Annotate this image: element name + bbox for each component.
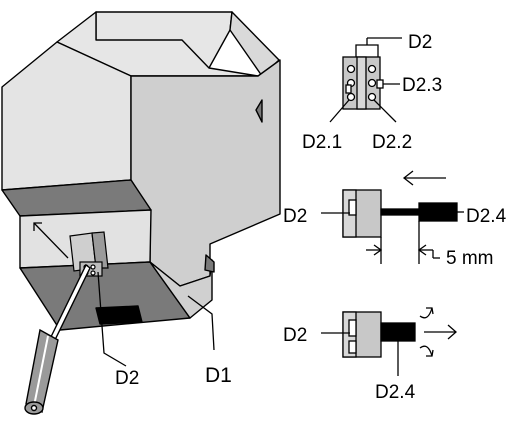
wire-insertion-view (321, 170, 464, 264)
label-d2-4-bottom: D2.4 (375, 382, 416, 403)
housing-upper-right (130, 59, 281, 287)
connector-front-view (329, 37, 402, 123)
label-d2-2: D2.2 (372, 132, 412, 153)
rail-clip-upper (255, 99, 263, 123)
screwdriver (24, 263, 91, 415)
label-d2-bottom: D2 (283, 325, 307, 346)
rail-clip (204, 254, 215, 273)
label-d2-top: D2 (408, 32, 432, 53)
label-d2-device: D2 (115, 368, 139, 389)
wire-removal-view (321, 307, 457, 376)
din-rail-device (1, 11, 281, 331)
label-d2-1: D2.1 (302, 132, 342, 153)
terminal-block-black (95, 305, 143, 325)
label-5-mm: 5 mm (446, 248, 494, 269)
lid-arrow (33, 222, 69, 259)
device-leader-lines (97, 271, 215, 367)
label-d2-mid: D2 (283, 206, 307, 227)
label-d2-3: D2.3 (402, 75, 442, 96)
label-d1-device: D1 (205, 364, 232, 387)
label-d2-4-mid: D2.4 (466, 206, 507, 227)
